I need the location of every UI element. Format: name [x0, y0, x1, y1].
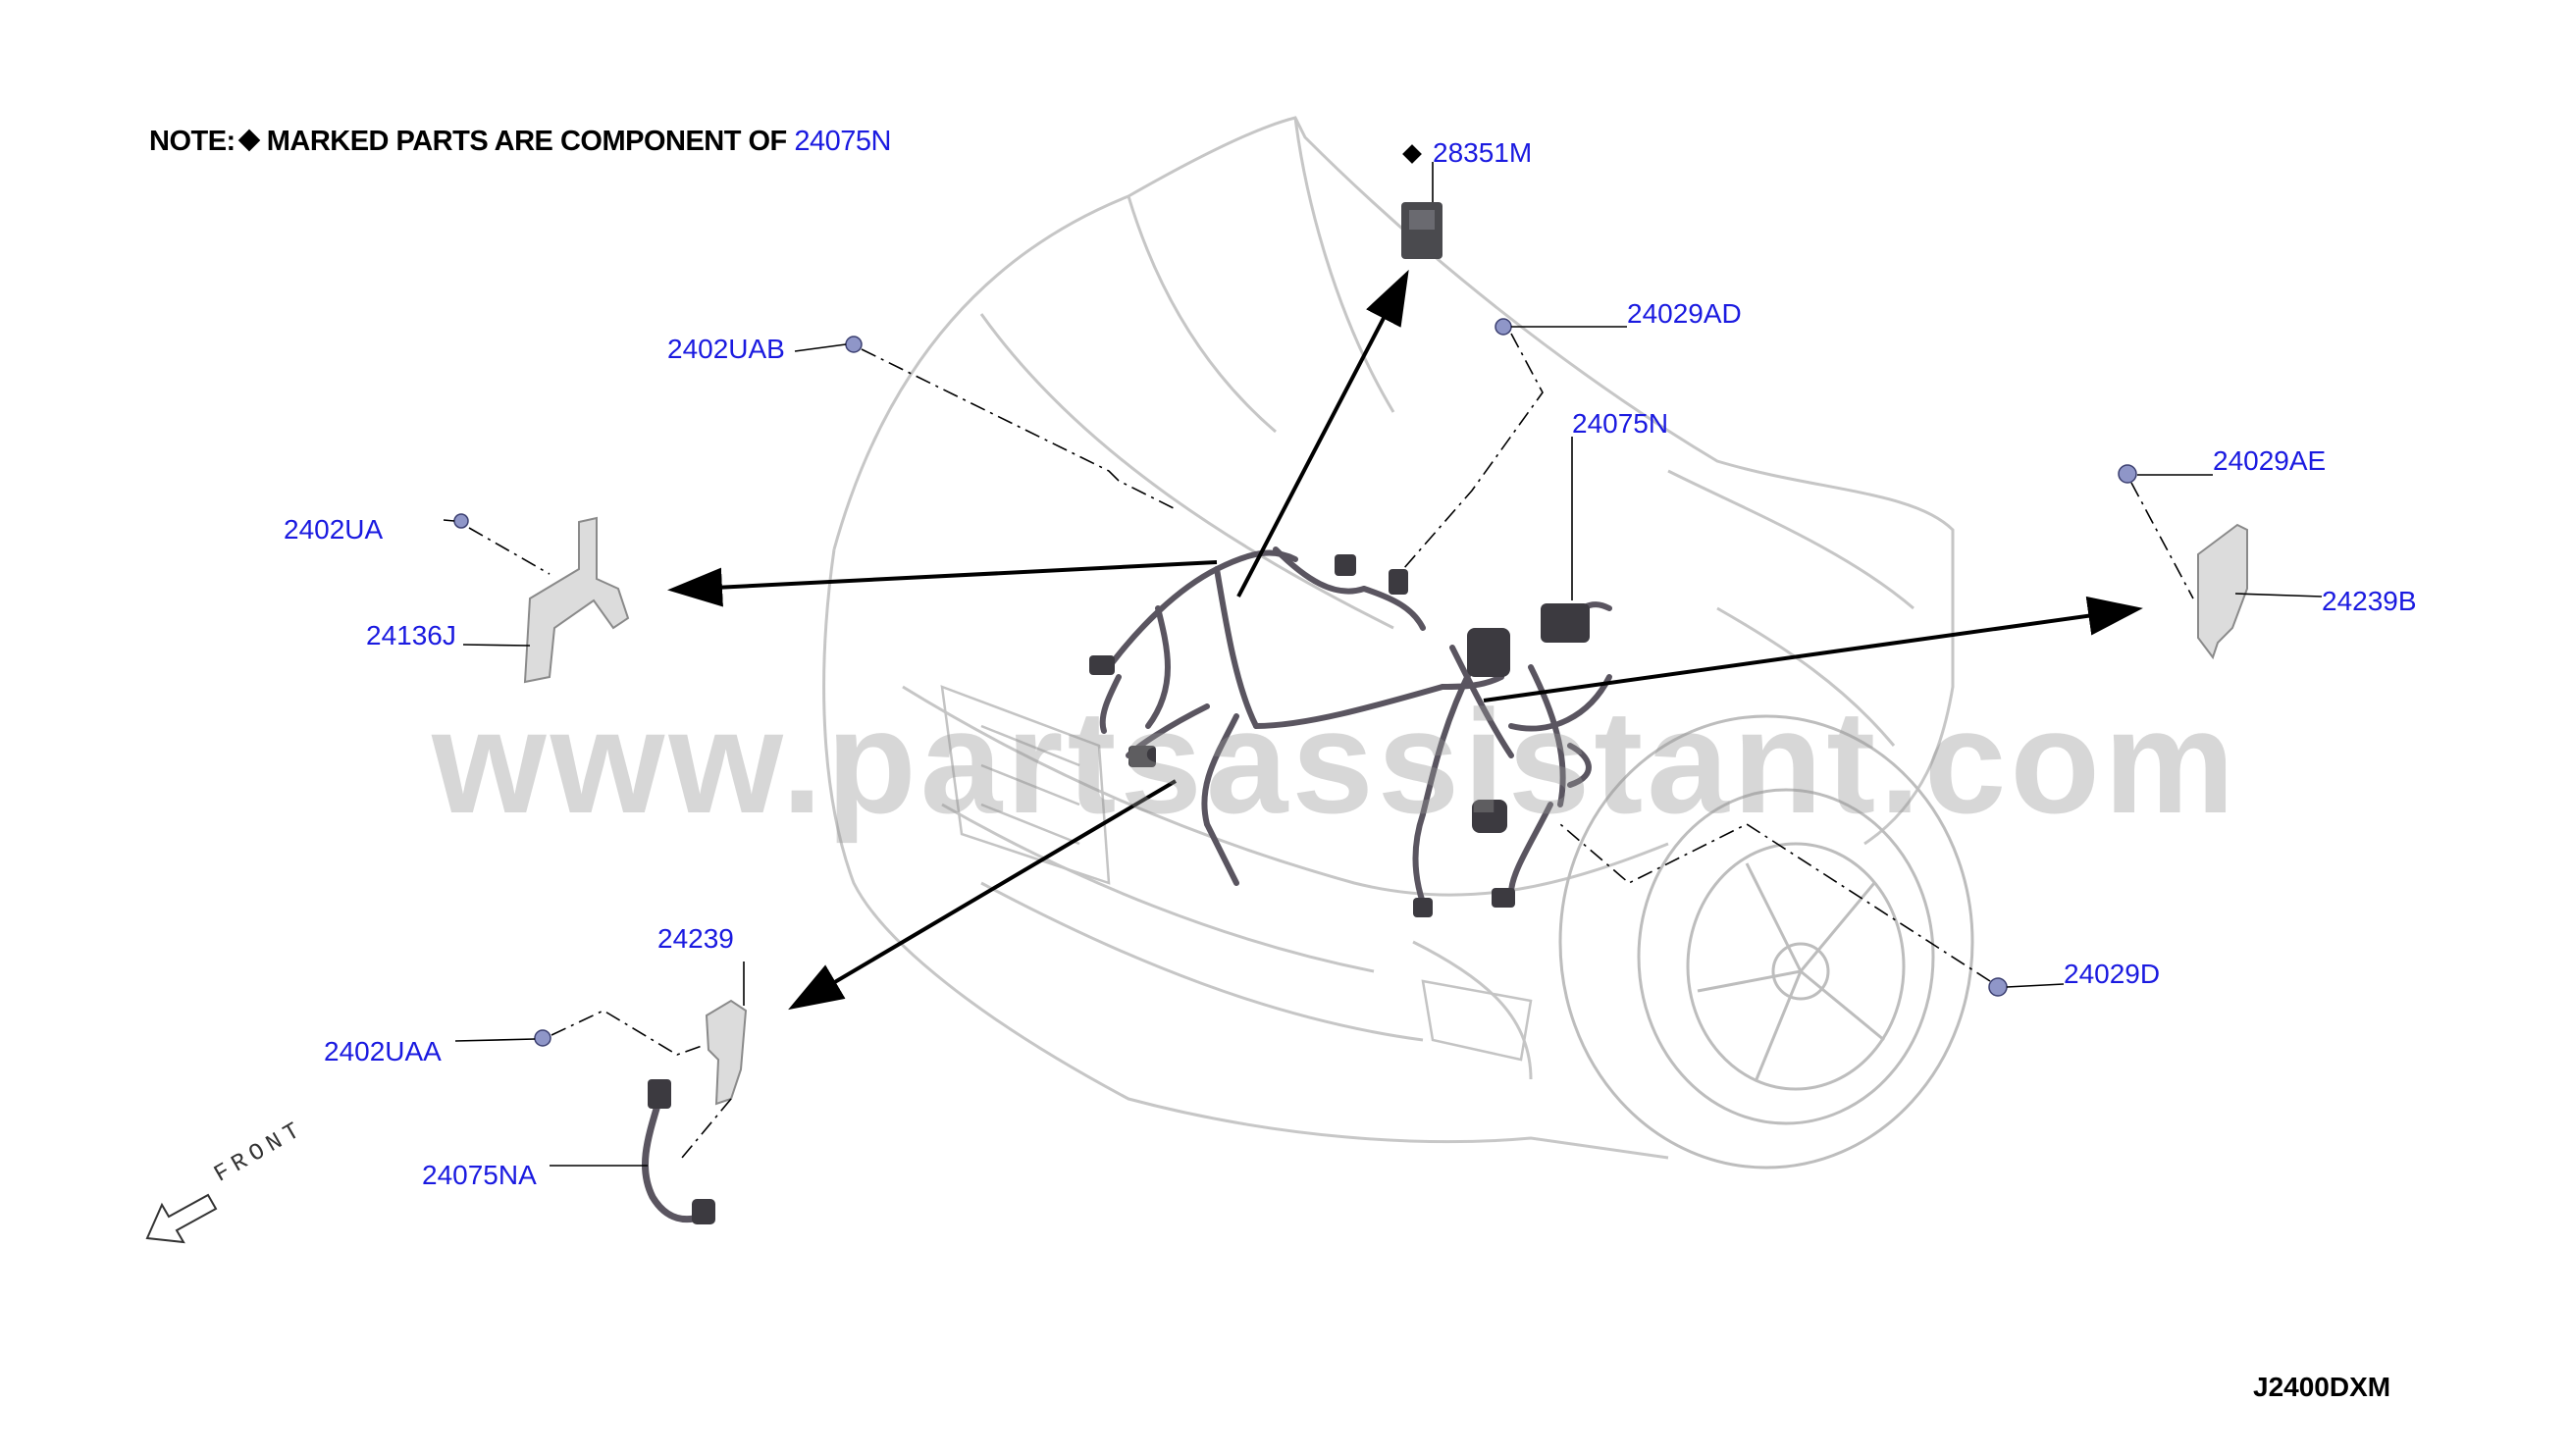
bolt-2402UA — [453, 513, 469, 529]
engine-room-harness — [1099, 546, 1612, 906]
diamond-mark-icon — [237, 129, 261, 152]
bracket-24136J — [523, 516, 630, 684]
part-label-24029AE[interactable]: 24029AE — [2213, 445, 2327, 476]
bolts — [453, 318, 2137, 1047]
part-label-24075NA[interactable]: 24075NA — [422, 1160, 537, 1190]
watermark: www.partsassistant.com — [432, 679, 2239, 844]
part-label-24136J[interactable]: 24136J — [366, 620, 456, 650]
sub-harness-24075NA — [641, 1095, 706, 1223]
front-direction-arrow — [145, 1193, 218, 1244]
note-text: MARKED PARTS ARE COMPONENT OF — [266, 126, 788, 157]
location-arrows — [667, 269, 2143, 1011]
leader-lines — [443, 162, 2323, 1167]
part-label-2402UAA[interactable]: 2402UAA — [324, 1036, 442, 1066]
vehicle-body-outline — [822, 116, 1955, 1160]
bracket-24239B — [2197, 523, 2248, 660]
note-prefix: NOTE: — [149, 126, 236, 157]
part-label-24239[interactable]: 24239 — [657, 923, 734, 954]
bolt-24029D — [1988, 977, 2008, 997]
part-label-28351M[interactable]: 28351M — [1433, 137, 1533, 168]
part-label-2402UA[interactable]: 2402UA — [284, 514, 384, 545]
bolt-2402UAA — [534, 1029, 551, 1047]
bolt-24029AE — [2118, 464, 2137, 484]
part-label-24239B[interactable]: 24239B — [2322, 586, 2417, 616]
part-label-24075N[interactable]: 24075N — [1572, 408, 1669, 439]
part-label-2402UAB[interactable]: 2402UAB — [667, 334, 785, 364]
front-wheel — [1558, 714, 1974, 1170]
part-label-24029D[interactable]: 24029D — [2064, 959, 2161, 989]
relay-block-part — [1401, 202, 1442, 259]
sub-harness-connectors — [648, 1079, 715, 1224]
bolt-24029AD — [1495, 318, 1512, 336]
front-grille — [940, 685, 1533, 1062]
component-note: NOTE: MARKED PARTS ARE COMPONENT OF 24075… — [149, 126, 891, 158]
note-reference-link[interactable]: 24075N — [794, 126, 891, 157]
bolt-2402UAB — [845, 336, 863, 353]
part-label-24029AD[interactable]: 24029AD — [1627, 298, 1742, 329]
harness-connectors — [1089, 554, 1590, 917]
relationship-lines — [468, 333, 2194, 1159]
diagram-code: J2400DXM — [2253, 1372, 2391, 1402]
bracket-24239 — [705, 999, 748, 1106]
